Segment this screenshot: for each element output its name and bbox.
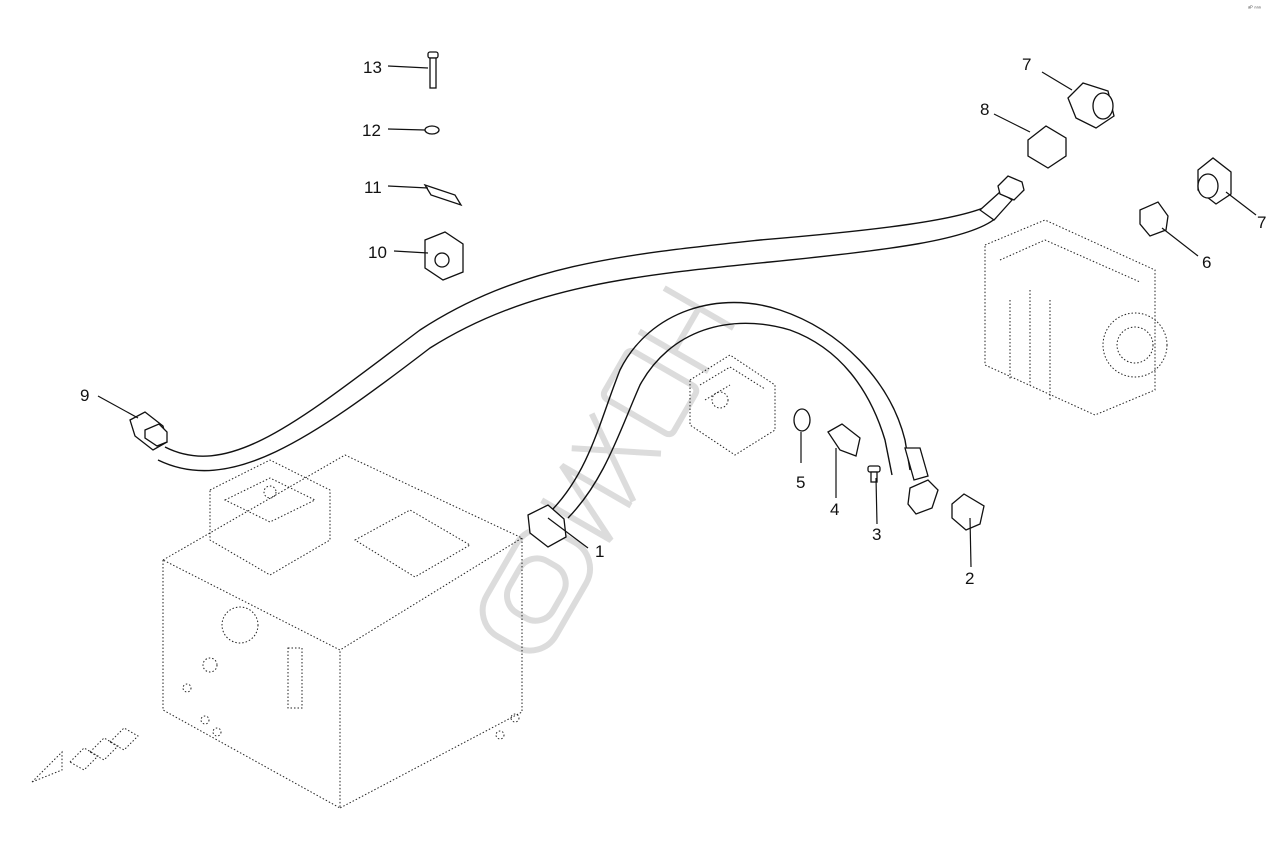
hydraulic-tank bbox=[161, 454, 524, 809]
part-3-screw bbox=[867, 465, 881, 483]
part-7-elbow-right bbox=[1197, 157, 1232, 205]
corner-mark: ᵃᴾ ⁿⁿⁿ bbox=[1248, 5, 1261, 12]
u-hose bbox=[527, 301, 939, 548]
callout-labels: 13 12 11 10 9 1 2 3 4 5 6 7 7 8 bbox=[80, 55, 1266, 588]
main-pump bbox=[984, 219, 1168, 416]
callout-7-right: 7 bbox=[1257, 213, 1266, 232]
part-2-fitting bbox=[951, 493, 985, 531]
callout-2: 2 bbox=[965, 569, 974, 588]
callout-4: 4 bbox=[830, 500, 839, 519]
leader-lines bbox=[97, 65, 1257, 568]
direction-arrow bbox=[31, 727, 139, 783]
part-13-bolt bbox=[427, 51, 439, 89]
callout-12: 12 bbox=[362, 121, 381, 140]
part-4-flange bbox=[827, 423, 861, 457]
callout-9: 9 bbox=[80, 386, 89, 405]
part-6-fitting bbox=[1139, 201, 1169, 237]
part-7-elbow-top bbox=[1067, 82, 1115, 129]
callout-13: 13 bbox=[363, 58, 382, 77]
callout-5: 5 bbox=[796, 473, 805, 492]
callout-3: 3 bbox=[872, 525, 881, 544]
callout-8: 8 bbox=[980, 100, 989, 119]
part-10-clamp bbox=[424, 231, 464, 281]
part-12-washer bbox=[424, 125, 440, 135]
callout-1: 1 bbox=[595, 542, 604, 561]
part-5-o-ring bbox=[793, 408, 811, 432]
callout-7-top: 7 bbox=[1022, 55, 1031, 74]
long-hose bbox=[129, 175, 1025, 472]
callout-6: 6 bbox=[1202, 253, 1211, 272]
callout-10: 10 bbox=[368, 243, 387, 262]
watermark-logo bbox=[479, 285, 735, 654]
part-8-adapter bbox=[1027, 125, 1067, 169]
part-11-plate bbox=[423, 183, 463, 207]
small-pump bbox=[689, 354, 776, 456]
callout-11: 11 bbox=[364, 178, 382, 197]
